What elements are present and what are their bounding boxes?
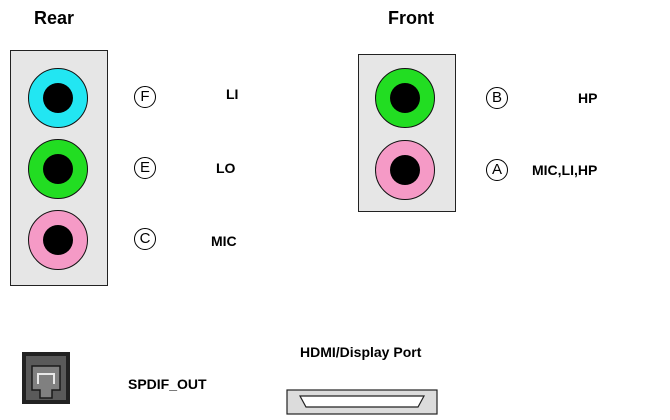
rear-panel [10, 50, 108, 286]
front-label-hp: HP [578, 90, 598, 106]
front-panel [358, 54, 456, 212]
front-headphone-jack [375, 68, 435, 128]
hdmi-port-icon [286, 389, 438, 415]
front-label-mic-li-hp: MIC,LI,HP [532, 162, 598, 178]
jack-hole [43, 225, 73, 255]
jack-hole [390, 155, 420, 185]
rear-mic-jack [28, 210, 88, 270]
front-letter-a: A [486, 159, 508, 181]
rear-label-li: LI [226, 86, 239, 102]
front-letter-b: B [486, 87, 508, 109]
rear-letter-c: C [134, 228, 156, 250]
hdmi-label: HDMI/Display Port [300, 344, 422, 360]
jack-hole [390, 83, 420, 113]
rear-letter-f: F [134, 86, 156, 108]
rear-letter-e: E [134, 157, 156, 179]
jack-hole [43, 83, 73, 113]
jack-hole [43, 154, 73, 184]
front-combo-jack [375, 140, 435, 200]
rear-line-in-jack [28, 68, 88, 128]
rear-heading: Rear [34, 8, 75, 28]
front-heading: Front [388, 8, 434, 28]
rear-label-lo: LO [216, 160, 236, 176]
rear-label-mic: MIC [211, 233, 237, 249]
spdif-out-label: SPDIF_OUT [128, 376, 207, 392]
rear-line-out-jack [28, 139, 88, 199]
optical-port-icon [22, 352, 70, 404]
